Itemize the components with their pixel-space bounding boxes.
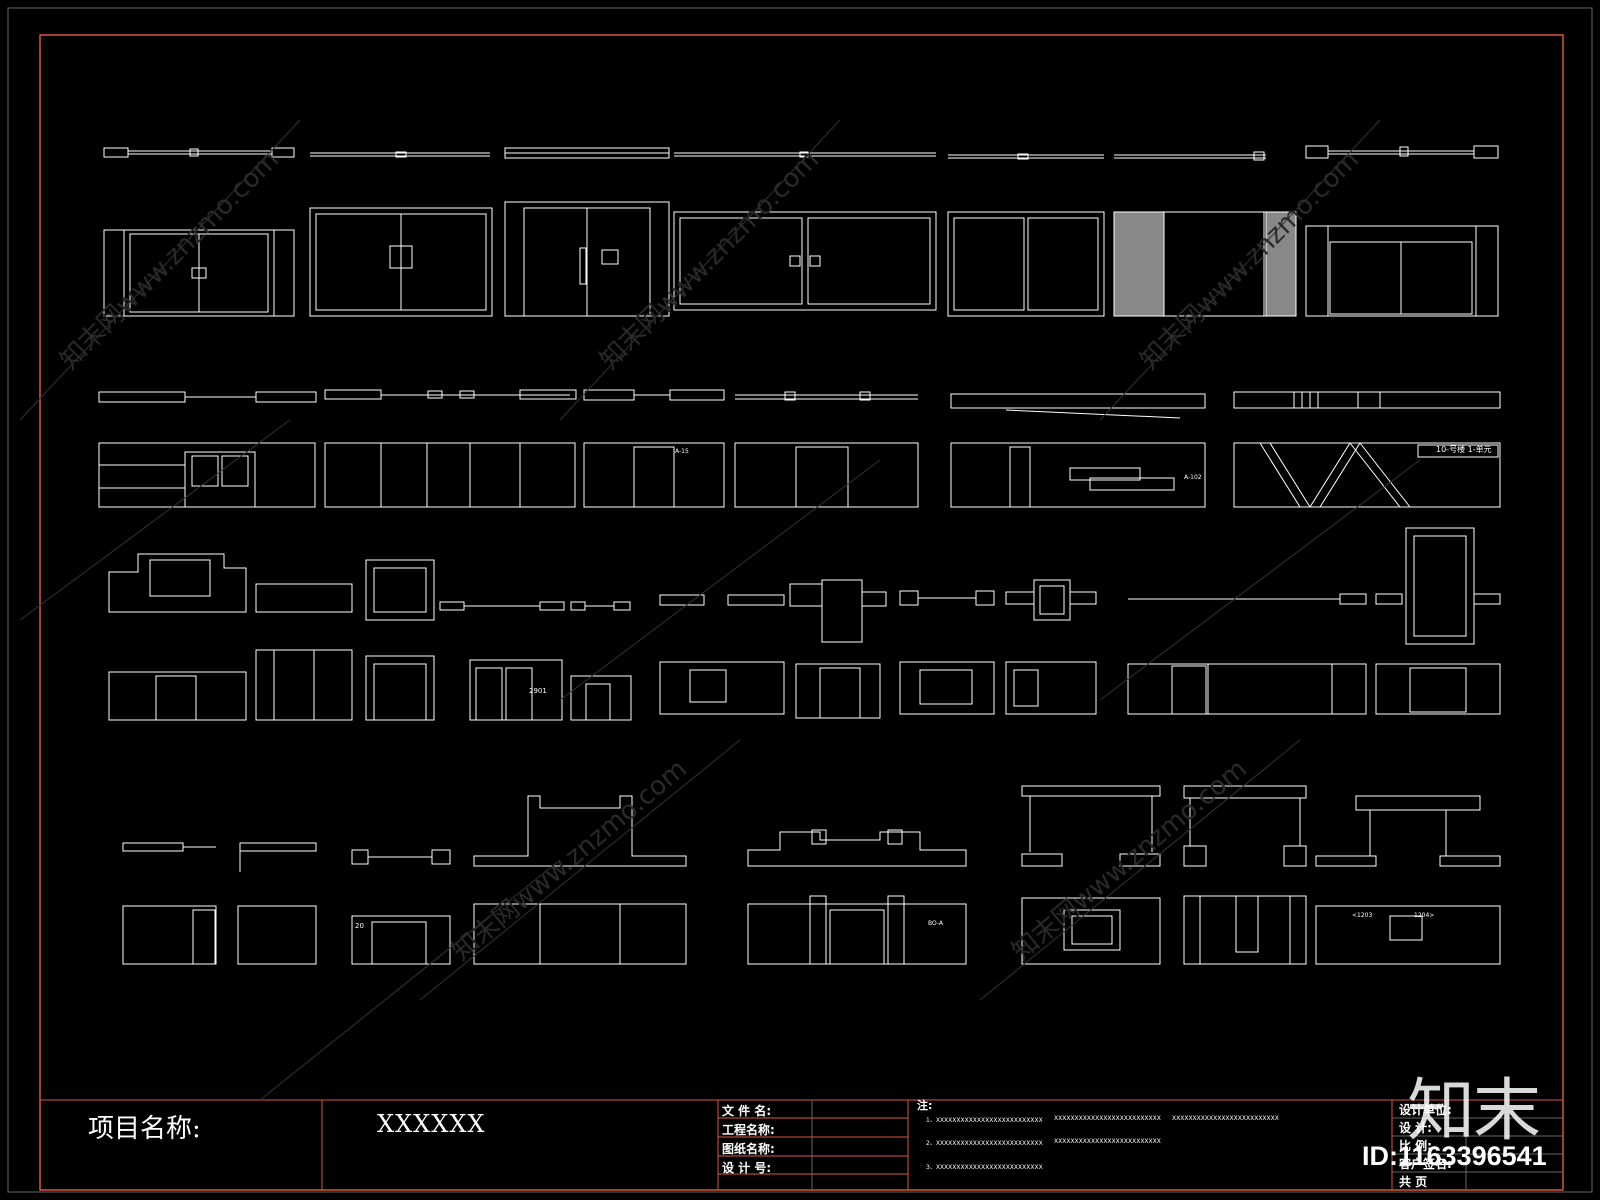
note-2b: XXXXXXXXXXXXXXXXXXXXXXXXXX <box>1054 1138 1161 1145</box>
engineering-name-field: 工程名称: <box>722 1123 775 1137</box>
code-1204-label: 1204> <box>1414 912 1435 919</box>
outer-frame <box>7 7 1593 1193</box>
note-3a: 3、XXXXXXXXXXXXXXXXXXXXXXXXXX <box>926 1164 1043 1171</box>
project-name-label: 项目名称: <box>88 1114 201 1144</box>
watermark-lines <box>19 119 1421 1101</box>
gate-drawings <box>98 145 1501 965</box>
row2-plans <box>98 389 1501 419</box>
row1-plans <box>103 145 1499 161</box>
scale-field: 比 例: <box>1399 1139 1432 1153</box>
row3-elevations <box>108 649 1501 721</box>
code-2901-label: 2901 <box>529 687 547 695</box>
note-1b: XXXXXXXXXXXXXXXXXXXXXXXXXX <box>1054 1115 1161 1122</box>
unit-sign-label: 10-号楼 1-单元 <box>1436 445 1492 454</box>
design-unit-field: 设计单位: <box>1399 1103 1452 1117</box>
code-1203-label: <1203 <box>1352 912 1373 919</box>
note-1a: 1、XXXXXXXXXXXXXXXXXXXXXXXXXX <box>926 1117 1043 1124</box>
designer-field: 设 计: <box>1399 1121 1432 1135</box>
project-name-value: XXXXXX <box>377 1110 486 1138</box>
watermark-brand-logo: 知末 <box>1407 1072 1541 1151</box>
row2-elevations <box>98 442 1501 508</box>
drawing-name-field: 图纸名称: <box>722 1142 775 1156</box>
file-name-field: 文 件 名: <box>722 1104 772 1118</box>
row4-elevations <box>122 895 1501 965</box>
note-2a: 2、XXXXXXXXXXXXXXXXXXXXXXXXXX <box>926 1140 1043 1147</box>
row1-elevations <box>103 201 1499 317</box>
code-a102-label: A-102 <box>1184 474 1202 481</box>
row3-plans <box>108 527 1501 645</box>
client-sign-field: 客户签名: <box>1399 1157 1452 1171</box>
title-block <box>40 1099 1563 1190</box>
row4-plans <box>122 785 1501 872</box>
code-20-label: 20 <box>355 922 364 930</box>
code-a15-label: A-15 <box>675 448 689 455</box>
code-boa-label: BO-A <box>928 920 944 927</box>
notes-title: 注: <box>917 1099 933 1112</box>
page-count-field: 共 页 <box>1399 1175 1428 1189</box>
design-number-field: 设 计 号: <box>722 1161 772 1175</box>
note-1c: XXXXXXXXXXXXXXXXXXXXXXXXXX <box>1172 1115 1279 1122</box>
drawing-border <box>39 34 1564 1191</box>
watermark-image-id: ID:1163396541 <box>1362 1141 1547 1171</box>
